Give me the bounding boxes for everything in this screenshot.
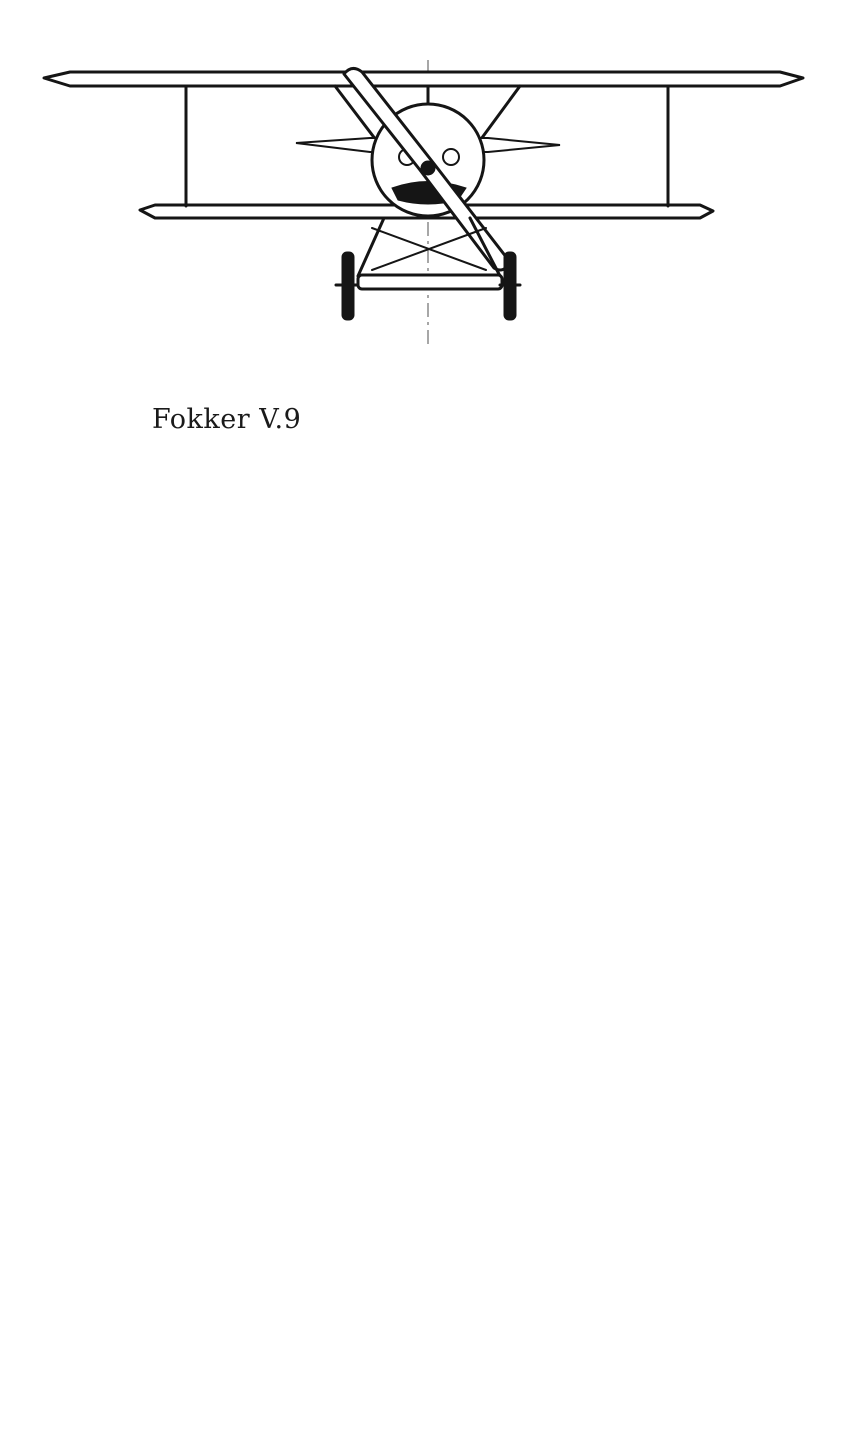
front-upper-wing (42, 70, 805, 88)
front-view (42, 60, 805, 345)
aircraft-title: Fokker V.9 (152, 404, 302, 435)
